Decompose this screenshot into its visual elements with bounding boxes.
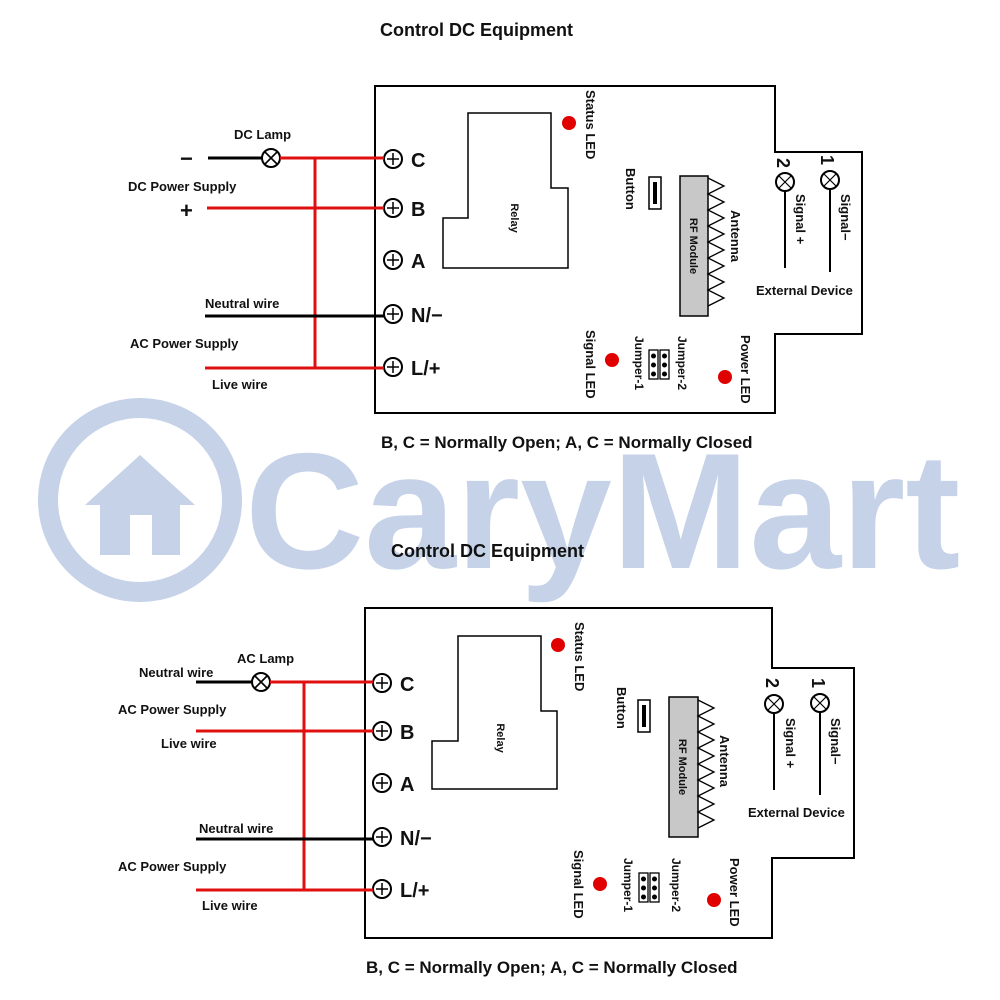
ac-lamp-icon xyxy=(251,672,271,692)
rf-module xyxy=(668,696,699,838)
terminal-c-label: C xyxy=(400,674,414,696)
watermark-house-icon xyxy=(85,455,195,555)
neutral-wire-label: Neutral wire xyxy=(205,296,279,311)
dc-lamp-icon xyxy=(261,148,281,168)
terminal-l-label: L/+ xyxy=(400,880,429,902)
signal-minus-terminal xyxy=(810,693,830,713)
live-wire-label: Live wire xyxy=(202,898,258,913)
receiver-board-outline xyxy=(374,85,863,414)
terminal-b xyxy=(383,198,403,218)
live-wire-top-label: Live wire xyxy=(161,736,217,751)
ac-lamp-label: AC Lamp xyxy=(237,651,294,666)
diagram-title: Control DC Equipment xyxy=(391,541,584,561)
terminal-b-label: B xyxy=(411,199,425,221)
terminal-l xyxy=(383,357,403,377)
terminal-2-number: 2 xyxy=(773,158,793,168)
minus-sign: − xyxy=(180,146,193,171)
terminal-n xyxy=(372,827,392,847)
watermark-ring xyxy=(38,398,242,602)
terminal-n-label: N/− xyxy=(411,305,443,327)
jumper-block xyxy=(648,349,670,380)
jumper-1-label: Jumper-1 xyxy=(621,858,635,912)
power-led xyxy=(707,893,721,907)
terminal-b xyxy=(372,721,392,741)
antenna-label: Antenna xyxy=(728,210,743,263)
terminal-1-number: 1 xyxy=(817,155,837,165)
terminal-n-label: N/− xyxy=(400,828,432,850)
power-led xyxy=(718,370,732,384)
external-device-label: External Device xyxy=(748,805,845,820)
neutral-wire-label: Neutral wire xyxy=(199,821,273,836)
terminal-a xyxy=(383,250,403,270)
contact-note: B, C = Normally Open; A, C = Normally Cl… xyxy=(366,958,738,977)
button-label: Button xyxy=(623,168,638,210)
terminal-a xyxy=(372,773,392,793)
relay-label: Relay xyxy=(508,203,520,233)
antenna-coil-icon xyxy=(706,177,726,307)
ac-power-supply-label: AC Power Supply xyxy=(118,859,227,874)
diagram-bottom: Control DC Equipment Relay Status LED Bu… xyxy=(118,541,855,977)
status-led-label: Status LED xyxy=(583,90,598,159)
diagram-title: Control DC Equipment xyxy=(380,20,573,40)
relay-label: Relay xyxy=(494,723,506,753)
power-led-label: Power LED xyxy=(738,335,753,404)
terminal-l xyxy=(372,879,392,899)
jumper-2-label: Jumper-2 xyxy=(669,858,683,912)
status-led xyxy=(562,116,576,130)
lamp-neutral-wire-label: Neutral wire xyxy=(139,665,213,680)
jumper-1-label: Jumper-1 xyxy=(632,336,646,390)
ac-power-supply-top-label: AC Power Supply xyxy=(118,702,227,717)
receiver-board-outline xyxy=(364,607,855,939)
signal-plus-terminal xyxy=(775,172,795,192)
relay-outline xyxy=(431,635,558,790)
terminal-1-number: 1 xyxy=(808,678,828,688)
rf-module-label: RF Module xyxy=(676,739,688,795)
signal-minus-label: Signal− xyxy=(838,194,853,241)
terminal-c xyxy=(372,673,392,693)
relay-outline xyxy=(442,112,569,269)
button-label: Button xyxy=(614,687,629,729)
terminal-l-label: L/+ xyxy=(411,358,440,380)
jumper-block xyxy=(638,872,660,903)
ac-power-supply-label: AC Power Supply xyxy=(130,336,239,351)
rf-module-label: RF Module xyxy=(687,218,699,274)
dc-power-supply-label: DC Power Supply xyxy=(128,179,237,194)
signal-plus-terminal xyxy=(764,694,784,714)
status-led-label: Status LED xyxy=(572,622,587,691)
signal-led-label: Signal LED xyxy=(571,850,586,919)
live-wire-label: Live wire xyxy=(212,377,268,392)
diagram-top: Control DC Equipment Relay Status LED Bu… xyxy=(128,20,863,452)
external-device-label: External Device xyxy=(756,283,853,298)
antenna-coil-icon xyxy=(696,699,716,829)
signal-plus-label: Signal + xyxy=(793,194,808,245)
signal-led xyxy=(605,353,619,367)
terminal-b-label: B xyxy=(400,722,414,744)
terminal-c xyxy=(383,149,403,169)
signal-minus-label: Signal− xyxy=(828,718,843,765)
signal-plus-label: Signal + xyxy=(783,718,798,769)
plus-sign: + xyxy=(180,198,193,223)
rf-module xyxy=(679,175,709,317)
watermark-text: CaryMart xyxy=(245,419,960,603)
terminal-n xyxy=(383,304,403,324)
status-led xyxy=(551,638,565,652)
contact-note: B, C = Normally Open; A, C = Normally Cl… xyxy=(381,433,753,452)
terminal-a-label: A xyxy=(411,251,425,273)
signal-led-label: Signal LED xyxy=(583,330,598,399)
watermark: CaryMart xyxy=(38,398,960,603)
signal-led xyxy=(593,877,607,891)
terminal-c-label: C xyxy=(411,150,425,172)
terminal-2-number: 2 xyxy=(762,678,782,688)
button-icon-inner xyxy=(642,705,646,727)
power-led-label: Power LED xyxy=(727,858,742,927)
button-icon-inner xyxy=(653,182,657,204)
signal-minus-terminal xyxy=(820,170,840,190)
antenna-label: Antenna xyxy=(717,735,732,788)
watermark-house-door xyxy=(130,515,152,555)
jumper-2-label: Jumper-2 xyxy=(675,336,689,390)
terminal-a-label: A xyxy=(400,774,414,796)
dc-lamp-label: DC Lamp xyxy=(234,127,291,142)
